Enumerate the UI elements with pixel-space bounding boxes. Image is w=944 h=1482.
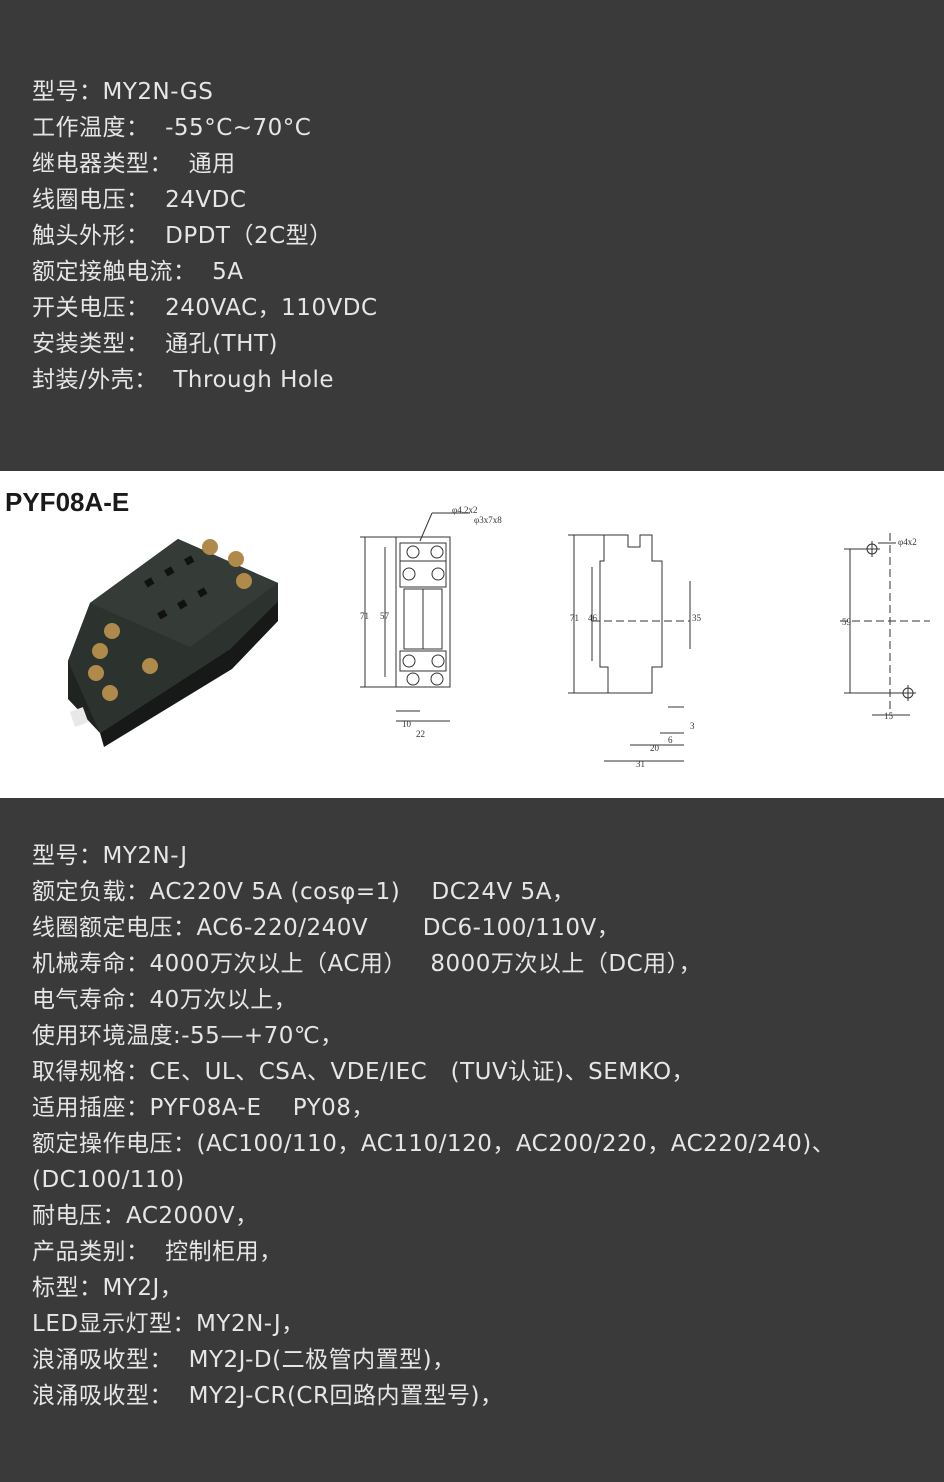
dim-46: 46 [588,613,598,623]
spec-list-bottom: 型号：MY2N-J 额定负载：AC220V 5A (cosφ=1) DC24V … [32,838,835,1414]
dim-22: 22 [416,729,425,739]
dim-hole2: φ3x7x8 [474,515,502,525]
dim-31: 31 [636,759,645,769]
dim-10: 10 [402,719,412,729]
front-view-drawing [360,512,470,722]
dim-3: 3 [690,721,695,731]
spec-line: 使用环境温度:-55—+70℃， [32,1023,344,1049]
socket-dimension-drawing: φ4.2x2 φ3x7x8 71 57 10 22 71 46 35 3 6 2… [68,505,930,769]
spec-line: 开关电压： 240VAC，110VDC [32,295,378,321]
spec-line: 额定接触电流： 5A [32,259,244,285]
spec-line: 型号：MY2N-GS [32,79,214,105]
spec-line: 耐电压：AC2000V， [32,1203,259,1229]
spec-line: 型号：MY2N-J [32,843,188,869]
dim-71a: 71 [360,611,369,621]
spec-line: 浪涌吸收型： MY2J-CR(CR回路内置型号)， [32,1383,504,1409]
mounting-hole-drawing [840,533,930,716]
dim-35: 35 [692,613,702,623]
spec-line: 线圈额定电压：AC6-220/240V DC6-100/110V， [32,915,621,941]
socket-photo [68,539,278,747]
spec-line: 机械寿命：4000万次以上（AC用） 8000万次以上（DC用）， [32,951,703,977]
dim-59: 59 [842,617,852,627]
spec-line: 额定负载：AC220V 5A (cosφ=1) DC24V 5A， [32,879,576,905]
dim-15: 15 [884,711,894,721]
dim-71b: 71 [570,613,579,623]
dim-hole1: φ4.2x2 [452,505,477,515]
spec-line: 适用插座：PYF08A-E PY08， [32,1095,375,1121]
spec-line: (DC100/110) [32,1167,185,1193]
spec-line: 触头外形： DPDT（2C型） [32,223,333,249]
dim-hole3: φ4x2 [898,537,917,547]
side-view-drawing [568,534,691,762]
spec-line: 标型：MY2J， [32,1275,184,1301]
spec-line: 线圈电压： 24VDC [32,187,247,213]
spec-line: 电气寿命：40万次以上， [32,987,298,1013]
socket-model-title: PYF08A-E [5,487,130,517]
spec-line: 浪涌吸收型： MY2J-D(二极管内置型)， [32,1347,456,1373]
spec-line: LED显示灯型：MY2N-J， [32,1311,305,1337]
spec-line: 继电器类型： 通用 [32,151,236,177]
spec-line: 工作温度： -55°C~70°C [32,115,312,141]
spec-line: 取得规格：CE、UL、CSA、VDE/IEC (TUV认证)、SEMKO， [32,1059,696,1085]
spec-line: 产品类别： 控制柜用， [32,1239,283,1265]
spec-list-top: 型号：MY2N-GS 工作温度： -55°C~70°C 继电器类型： 通用 线圈… [32,74,378,398]
socket-drawing-panel: φ4.2x2 φ3x7x8 71 57 10 22 71 46 35 3 6 2… [0,471,944,798]
spec-line: 封装/外壳： Through Hole [32,367,334,393]
dim-57: 57 [380,611,390,621]
spec-line: 安装类型： 通孔(THT) [32,331,278,357]
dim-20: 20 [650,743,660,753]
dim-6: 6 [668,735,673,745]
spec-line: 额定操作电压：(AC100/110，AC110/120，AC200/220，AC… [32,1131,836,1157]
